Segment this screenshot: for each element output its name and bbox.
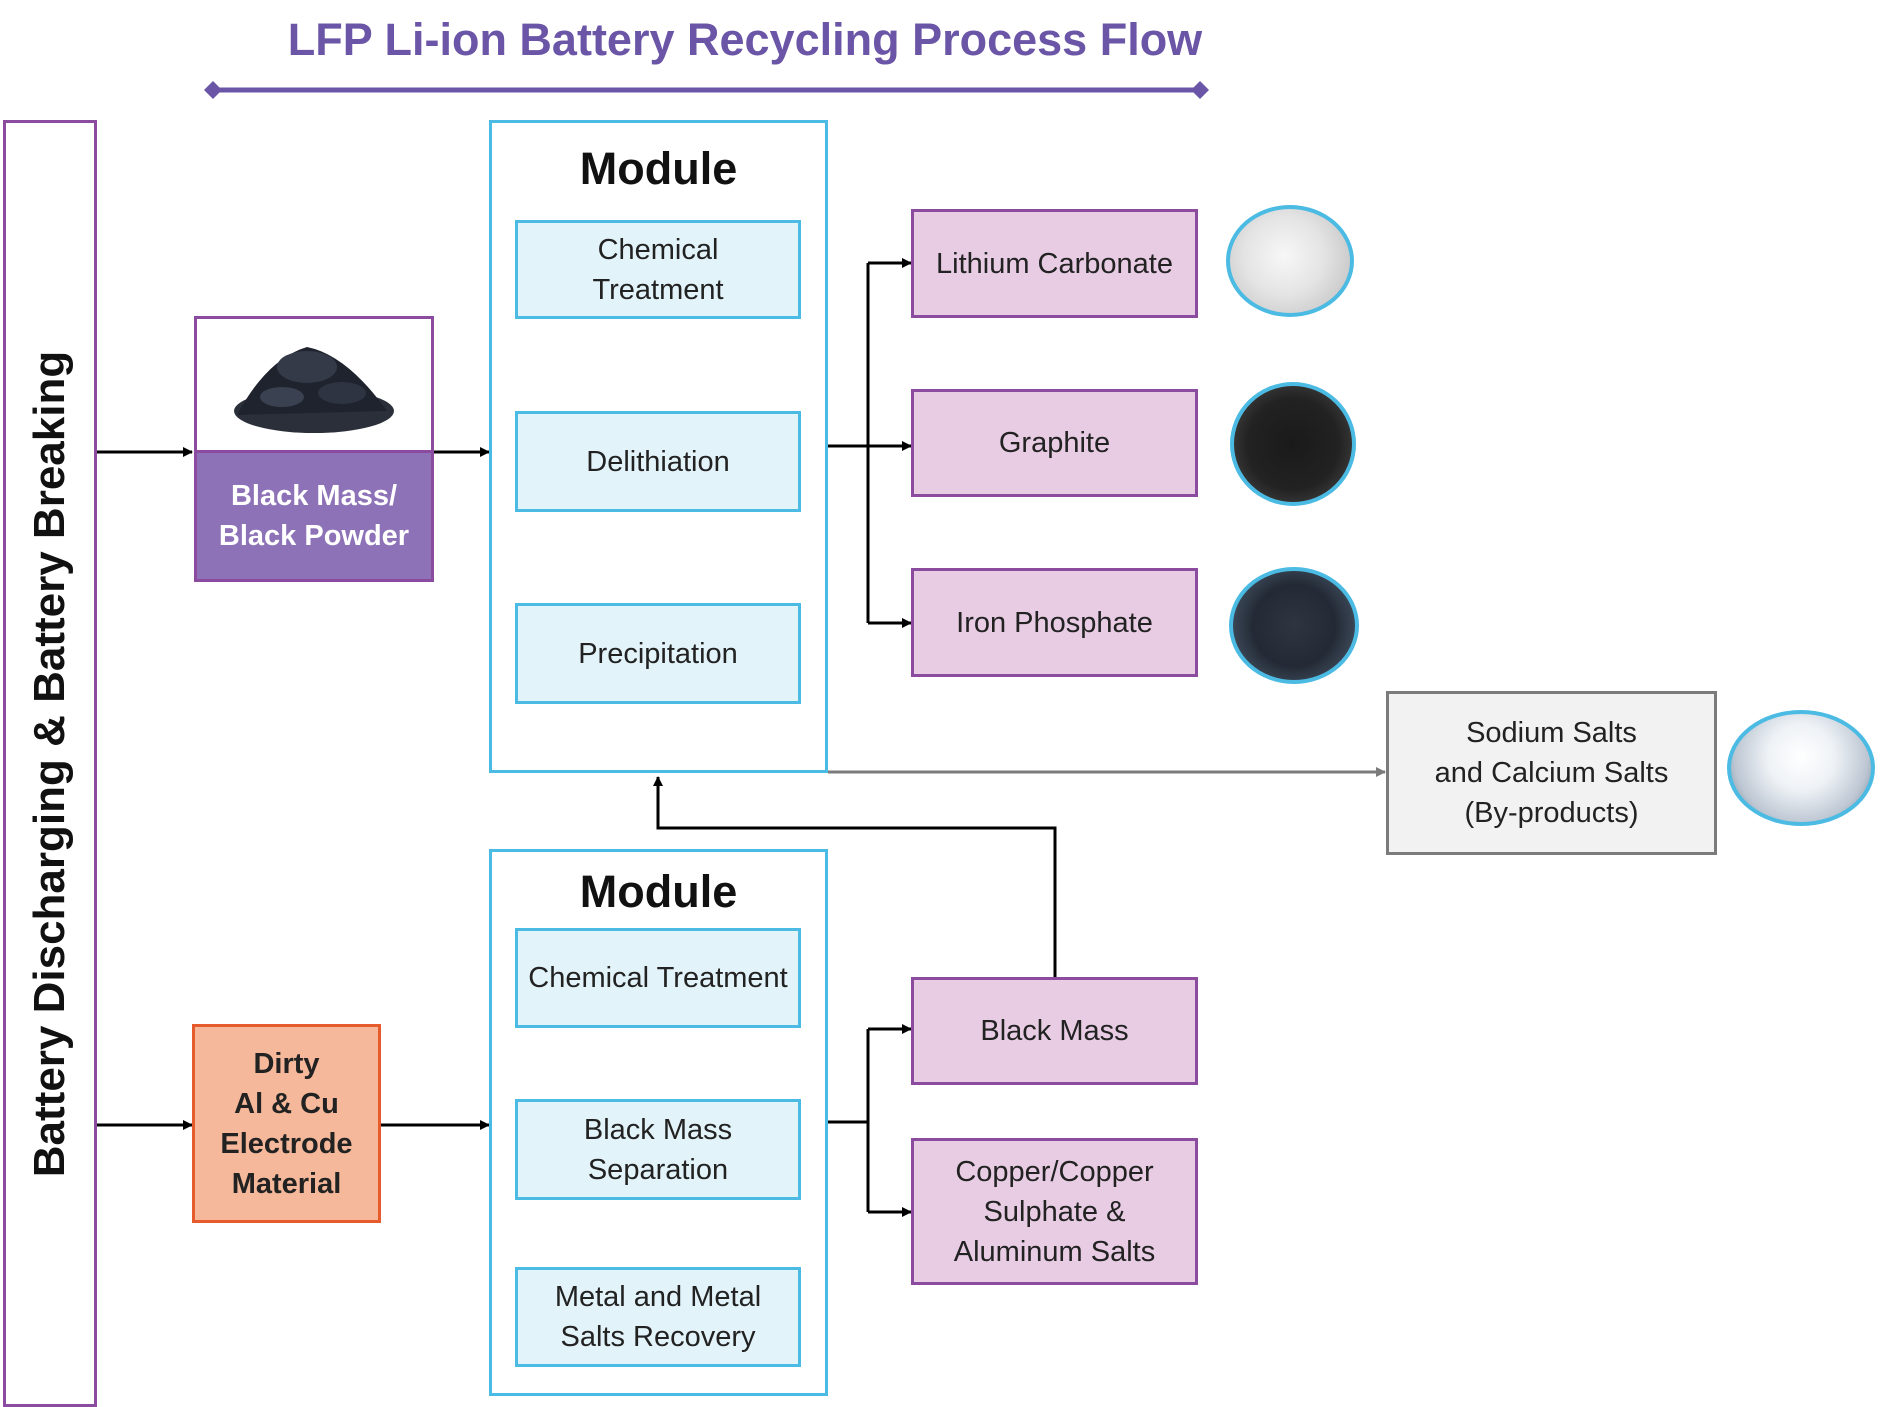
- black-mass-input-text: Black Mass/ Black Powder: [218, 480, 410, 552]
- dirty-electrode-input: Dirty Al & Cu Electrode Material: [192, 1024, 381, 1223]
- salt-crystals-image: [1727, 710, 1875, 826]
- product-label: Graphite: [998, 427, 1111, 459]
- title-underline-left-diamond: [204, 81, 222, 99]
- step-precipitation: Precipitation: [515, 603, 801, 704]
- discharging-breaking-bar: Battery Discharging & Battery Breaking: [3, 120, 97, 1407]
- step-label: Black Mass Separation: [583, 1113, 733, 1186]
- product-graphite: Graphite: [911, 389, 1198, 497]
- discharging-breaking-label: Battery Discharging & Battery Breaking: [25, 350, 74, 1177]
- step-black-mass-separation: Black Mass Separation: [515, 1099, 801, 1200]
- byproduct-box: Sodium Salts and Calcium Salts (By-produ…: [1386, 691, 1717, 855]
- step-delithiation: Delithiation: [515, 411, 801, 512]
- product-copper-aluminum-salts: Copper/Copper Sulphate & Aluminum Salts: [911, 1138, 1198, 1285]
- step-label: Chemical Treatment: [592, 233, 724, 306]
- title-underline-right-diamond: [1191, 81, 1209, 99]
- lithium-carbonate-image: [1226, 205, 1354, 317]
- module-2-title: Module: [579, 866, 738, 917]
- graphite-image: [1230, 382, 1356, 506]
- product-black-mass: Black Mass: [911, 977, 1198, 1085]
- step-chemical-treatment: Chemical Treatment: [515, 220, 801, 319]
- step-label: Metal and Metal Salts Recovery: [554, 1281, 762, 1353]
- step-label: Delithiation: [586, 445, 730, 478]
- product-label: Copper/Copper Sulphate & Aluminum Salts: [953, 1155, 1156, 1268]
- diagram-title: LFP Li-ion Battery Recycling Process Flo…: [287, 14, 1203, 65]
- module-1-title: Module: [579, 143, 738, 194]
- product-label: Lithium Carbonate: [936, 247, 1173, 280]
- step-chemical-treatment-2: Chemical Treatment: [515, 928, 801, 1028]
- step-label: Precipitation: [578, 637, 738, 670]
- dirty-electrode-label: Dirty Al & Cu Electrode Material: [220, 1047, 353, 1200]
- step-label: Chemical Treatment: [528, 962, 788, 994]
- byproduct-label: Sodium Salts and Calcium Salts (By-produ…: [1434, 717, 1669, 829]
- product-iron-phosphate: Iron Phosphate: [911, 568, 1198, 677]
- black-mass-input-label: Black Mass/ Black Powder: [194, 450, 434, 582]
- black-powder-pile-image: [234, 347, 394, 433]
- product-label: Black Mass: [980, 1015, 1129, 1047]
- iron-phosphate-image: [1229, 567, 1359, 684]
- product-lithium-carbonate: Lithium Carbonate: [911, 209, 1198, 318]
- arrow-black-mass-loop: [653, 776, 1057, 977]
- step-metal-salts-recovery: Metal and Metal Salts Recovery: [515, 1267, 801, 1367]
- product-label: Iron Phosphate: [956, 606, 1153, 639]
